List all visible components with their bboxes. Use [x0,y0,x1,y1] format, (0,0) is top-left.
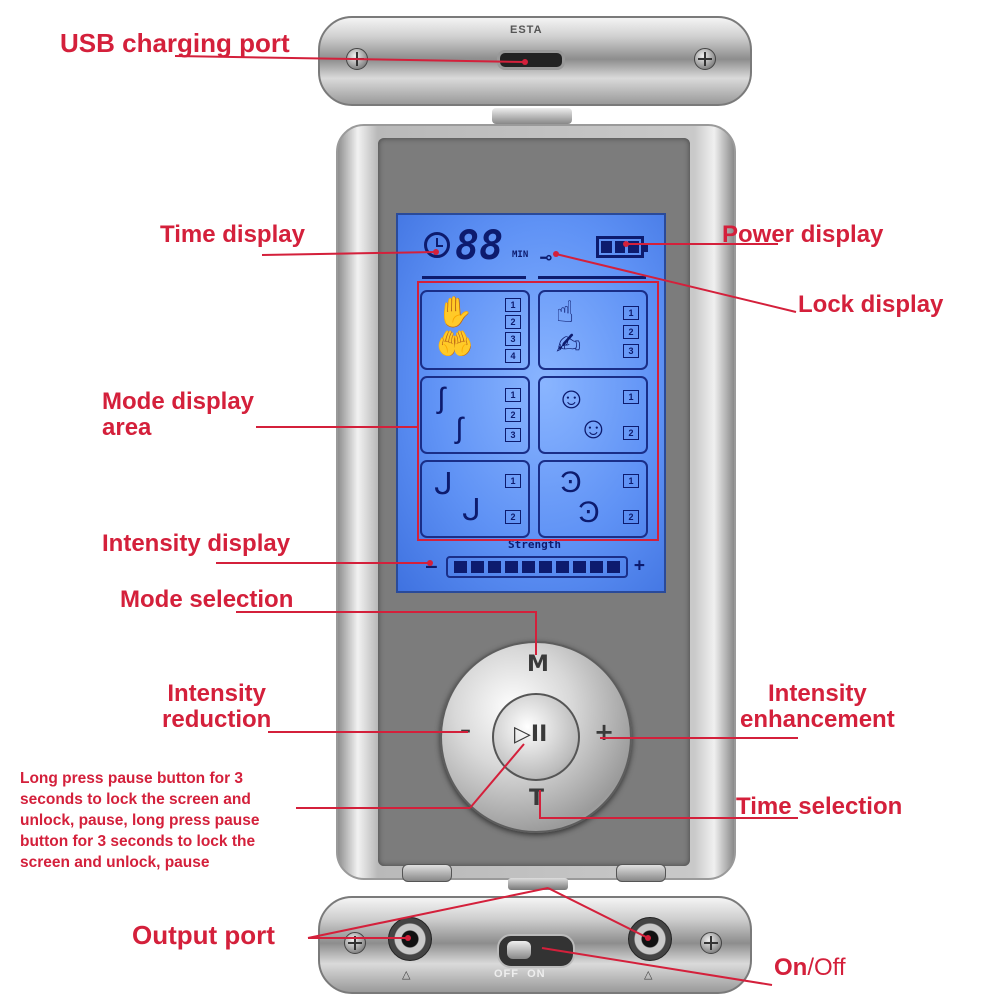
intensity-minus-button[interactable]: – [460,718,471,743]
warning-triangle-left-icon: △ [402,969,412,981]
mode-number: 1 [505,388,521,402]
intensity-plus-button[interactable]: + [594,718,615,746]
bottom-left-screw-icon [344,932,366,954]
mode-number: 3 [505,428,521,442]
top-cap-engraving: ESTA [510,24,543,36]
battery-icon [596,236,648,258]
head-icon-2: ☺ [578,412,609,445]
usb-port-label: USB charging port [60,28,290,58]
stomach-icon-2: ʃ [456,412,463,445]
finger-press-icon-2: ✍ [556,328,582,361]
lock-display-label: Lock display [798,291,944,318]
mode-number: 2 [505,510,521,524]
hand-massage-icon: ✋ [436,296,474,329]
time-selection-label: Time selection [736,793,903,820]
mode-number: 1 [623,306,639,320]
intensity-enhancement-label: Intensity enhancement [740,680,895,733]
bottom-clip [508,878,568,890]
mode-number: 1 [623,474,639,488]
strength-segment [590,561,603,573]
top-left-screw-icon [346,48,368,70]
strength-plus-icon: + [634,555,645,576]
mode-number: 2 [623,510,639,524]
mode-number: 2 [623,426,639,440]
left-foot [402,864,452,882]
top-right-screw-icon [694,48,716,70]
intensity-reduction-label: Intensity reduction [162,680,272,733]
strength-segment [505,561,518,573]
hand-massage-icon-2: 🤲 [436,328,474,361]
output-port-label: Output port [132,920,275,950]
on-label: On [774,954,808,981]
time-digits: 88 [455,223,504,269]
play-pause-icon: ▷II [514,722,548,747]
mode-number: 1 [505,298,521,312]
long-press-note: Long press pause button for 3 seconds to… [20,770,260,871]
mode-number: 2 [505,408,521,422]
mode-button[interactable]: M [527,652,549,677]
mode-number: 1 [623,390,639,404]
mode-number: 3 [623,344,639,358]
right-foot [616,864,666,882]
power-underline [538,276,646,279]
usb-charging-port[interactable] [497,50,565,70]
on-off-switch[interactable] [497,934,575,968]
on-off-label: On/Off [774,955,846,981]
mode-number: 1 [505,474,521,488]
time-unit: MIN [512,250,529,260]
strength-segment [454,561,467,573]
clock-icon [424,232,450,258]
strength-segment [539,561,552,573]
body-top-tab [492,108,572,124]
off-label: /Off [807,954,846,981]
ear-icon-2: Ͽ [578,496,600,529]
warning-triangle-right-icon: △ [644,969,654,981]
strength-segment [573,561,586,573]
stomach-icon: ʃ [438,382,445,415]
strength-segment [607,561,620,573]
strength-label: Strength [508,538,561,551]
lock-key-icon: ⊸ [540,245,553,269]
strength-minus-icon: – [426,556,437,577]
ear-icon: Ͽ [560,466,582,499]
mode-number: 4 [505,349,521,363]
mode-display-area-label: Mode display area [102,388,255,441]
foot-icon: ᒍ [434,468,453,501]
mode-number: 3 [505,332,521,346]
strength-segment [522,561,535,573]
finger-press-icon: ☝ [556,296,575,329]
output-port-right[interactable] [628,917,672,961]
time-underline [422,276,526,279]
strength-segment [556,561,569,573]
time-button[interactable]: T [529,786,545,811]
intensity-display-label: Intensity display [102,530,291,557]
switch-engraving: OFF ON [494,968,546,980]
strength-bar [446,556,628,578]
foot-icon-2: ᒍ [462,494,481,527]
time-display-label: Time display [160,221,305,248]
power-display-label: Power display [722,221,884,248]
mode-selection-label: Mode selection [120,586,294,613]
mode-number: 2 [623,325,639,339]
mode-number: 2 [505,315,521,329]
output-port-left[interactable] [388,917,432,961]
head-icon: ☺ [556,382,587,415]
strength-segment [488,561,501,573]
bottom-right-screw-icon [700,932,722,954]
strength-segment [471,561,484,573]
